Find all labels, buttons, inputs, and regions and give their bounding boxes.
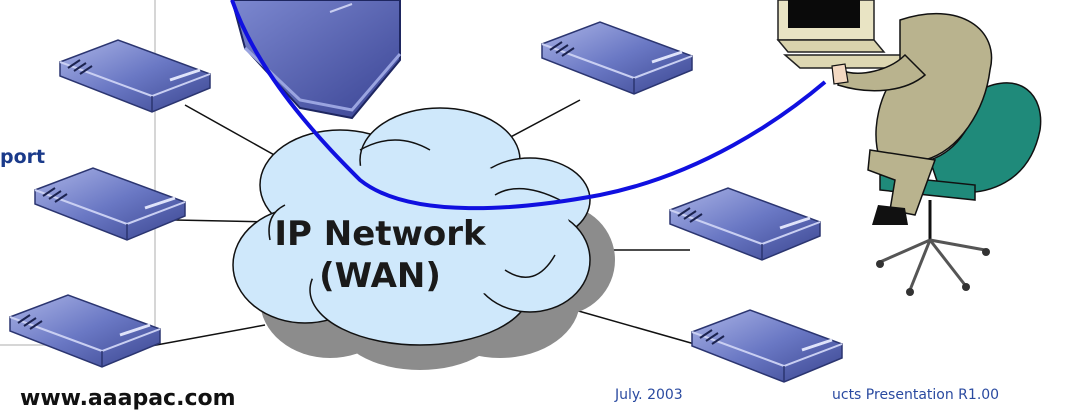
remote-link-line — [230, 0, 827, 211]
footer-presentation-title: ucts Presentation R1.00 — [832, 387, 1000, 403]
central-server-device — [230, 0, 402, 120]
operator-workstation-icon — [776, 0, 1042, 296]
cloud-inner-arcs — [268, 139, 561, 278]
footer-website: www.aaapac.com — [20, 386, 236, 411]
footer-date: July. 2003 — [615, 387, 683, 403]
cloud-label-line1: IP Network — [274, 214, 486, 254]
cloud-label-line2: (WAN) — [319, 256, 441, 296]
side-label: port — [0, 146, 46, 168]
